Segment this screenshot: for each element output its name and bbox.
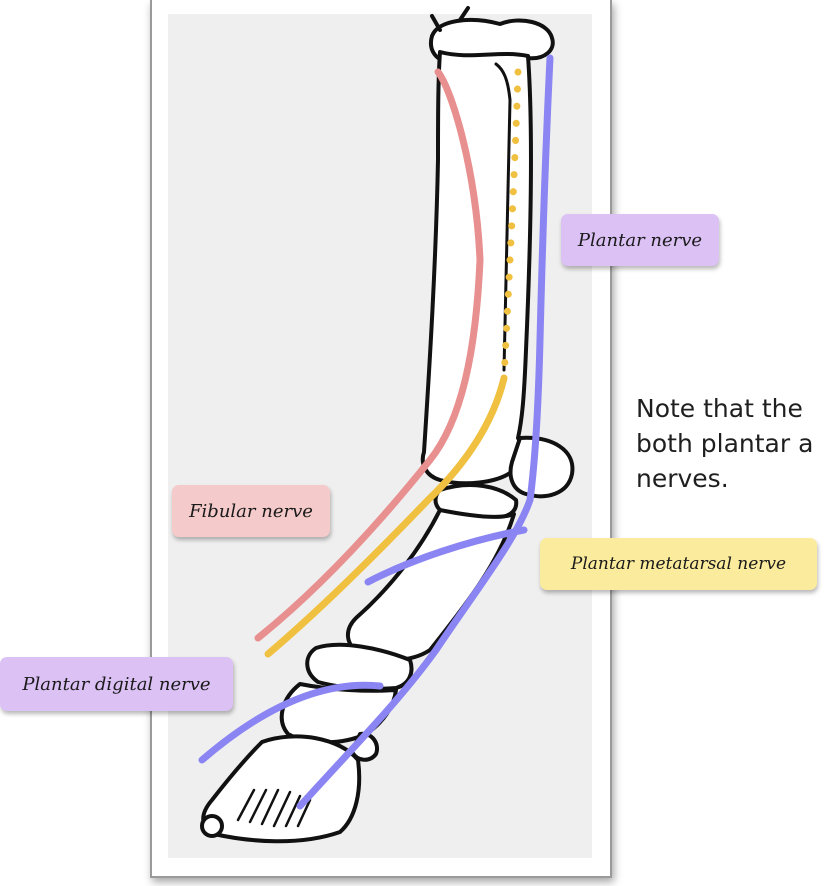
short-pastern-bone bbox=[279, 682, 398, 745]
splint-bone bbox=[494, 62, 512, 372]
fibular-nerve-label: Fibular nerve bbox=[172, 485, 330, 537]
hoof-tip bbox=[200, 814, 224, 838]
plantar-metatarsal-nerve-line bbox=[264, 374, 508, 658]
fibular-nerve-line bbox=[254, 68, 484, 642]
plantar-nerve-line bbox=[296, 54, 554, 810]
hoof-hatching bbox=[236, 788, 312, 828]
pastern-joint bbox=[305, 642, 414, 691]
plantar-metatarsal-nerve-label: Plantar metatarsal nerve bbox=[540, 538, 817, 590]
plantar-branch-line bbox=[364, 526, 528, 586]
plantar-digital-nerve-line bbox=[198, 681, 384, 764]
sesamoid-bone bbox=[508, 435, 575, 499]
hock-crest bbox=[430, 6, 470, 32]
plantar-nerve-label: Plantar nerve bbox=[561, 214, 719, 266]
coffin-bone bbox=[201, 734, 362, 844]
plantar-digital-nerve-label: Plantar digital nerve bbox=[0, 657, 233, 711]
note-text: Note that the both plantar a nerves. bbox=[636, 394, 814, 493]
